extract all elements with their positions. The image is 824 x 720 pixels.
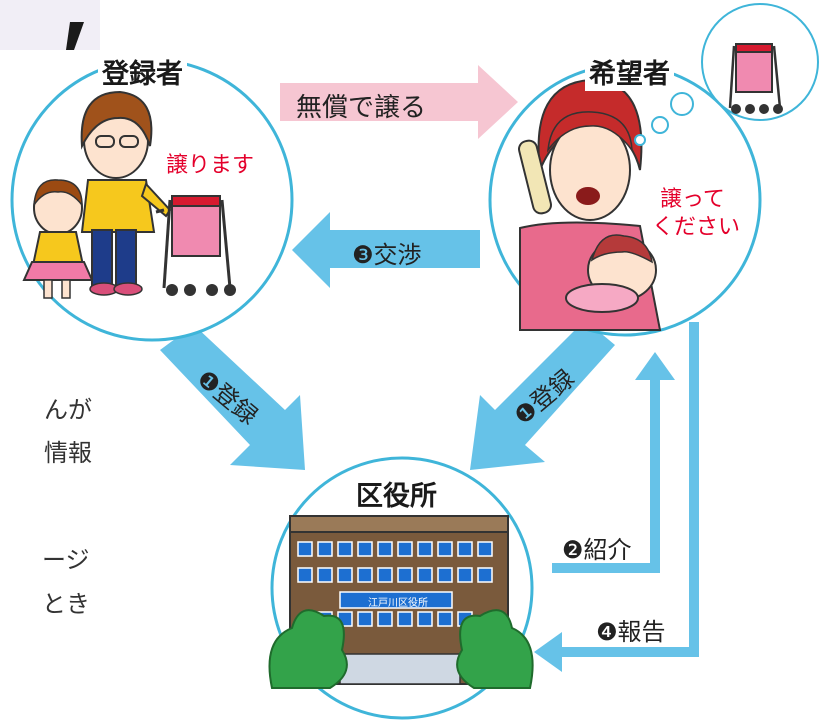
negotiation-label: ❸交渉 [352,241,422,269]
corner-tab [0,0,100,50]
introduction-label: ❷紹介 [562,536,632,564]
registrant-speech: 譲ります [166,153,255,178]
registrant-label: 登録者 [98,52,187,91]
child-figure [22,179,94,299]
woman-figure [80,90,172,296]
side-text-4: とき [42,590,90,618]
introduction-arrow [552,378,660,573]
building-sign: 江戸川区役所 [368,598,428,609]
thought-bubble-icon [634,3,819,146]
building-icon [268,515,534,689]
side-text-3: ージ [42,546,90,574]
applicant-speech-line1: 譲って [660,187,725,212]
applicant-speech-line2: ください [652,215,741,240]
side-text-2: 情報 [44,439,92,467]
register-arrow-left [160,325,305,470]
free-transfer-label: 無償で譲る [296,93,427,123]
report-label: ❹報告 [596,618,666,646]
negotiation-arrow [292,212,480,288]
report-arrow [560,322,699,657]
side-text-1: んが [44,396,92,424]
register-arrow-right [470,320,615,470]
free-transfer-arrow [280,65,518,139]
office-label: 区役所 [352,474,441,513]
phone-icon [518,139,552,215]
stroller-icon [155,195,236,296]
mother-figure [519,78,662,331]
applicant-label: 希望者 [585,52,674,91]
